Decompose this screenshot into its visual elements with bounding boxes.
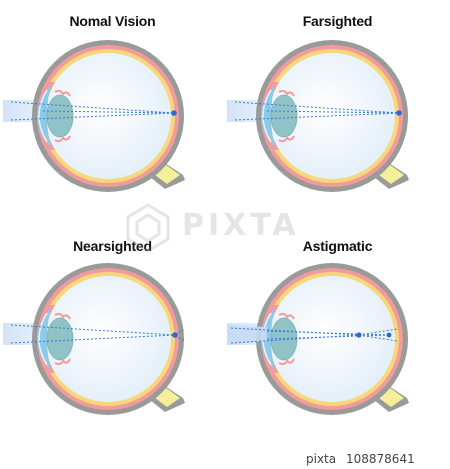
footer-id: 108878641	[346, 452, 415, 466]
rays-astigmatic	[230, 327, 398, 344]
pixta-logo-icon	[126, 203, 170, 253]
focus-point-astigmatic-2	[386, 332, 392, 338]
rays-farsighted	[234, 101, 400, 121]
watermark-text: PIXTA	[182, 208, 300, 243]
panel-title-farsighted: Farsighted	[302, 13, 373, 29]
focus-point-nearsighted	[172, 332, 178, 338]
eye-nearsighted	[2, 262, 186, 416]
focus-point-farsighted	[396, 110, 402, 116]
eye-normal	[2, 39, 186, 193]
eye-astigmatic	[226, 262, 410, 416]
eye-farsighted	[226, 39, 410, 193]
focus-point-normal	[171, 110, 177, 116]
focus-point-astigmatic-1	[356, 332, 362, 338]
panel-title-nearsighted: Nearsighted	[73, 238, 152, 254]
rays-normal	[10, 101, 175, 121]
panel-title-astigmatic: Astigmatic	[302, 238, 373, 254]
footer-brand: pixta	[306, 452, 337, 466]
panel-title-normal: Nomal Vision	[69, 13, 156, 29]
